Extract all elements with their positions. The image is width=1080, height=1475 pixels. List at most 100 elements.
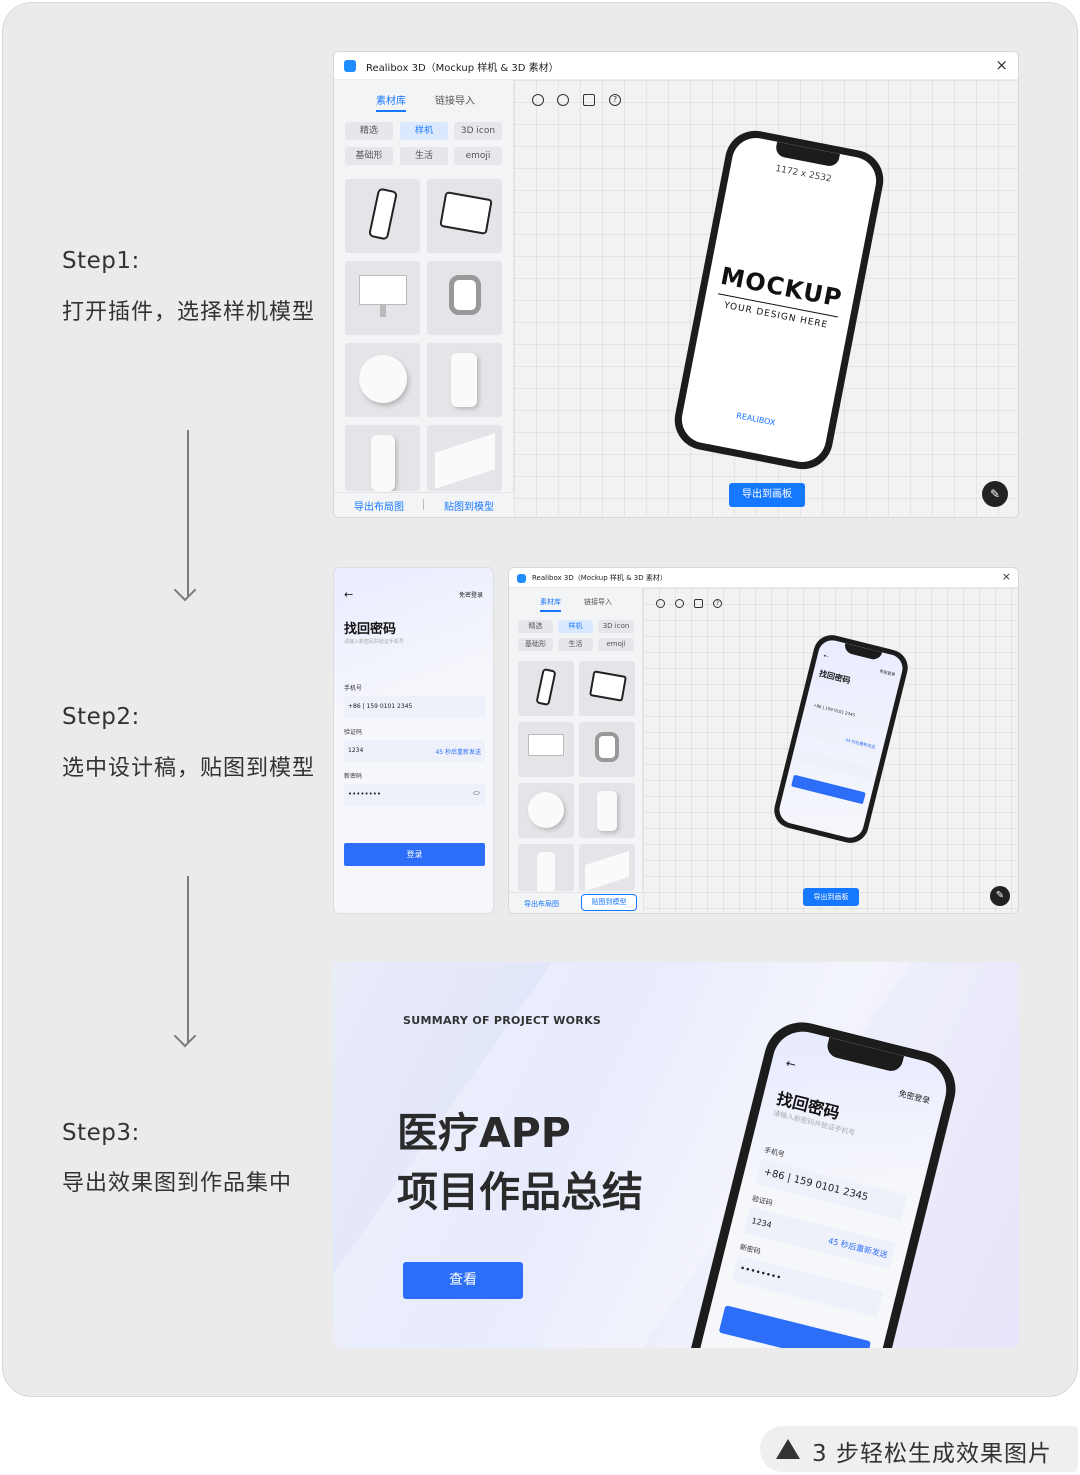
submit-button[interactable]: 登录 — [344, 843, 485, 866]
phone-label: 手机号 — [763, 1146, 786, 1159]
page-title: 找回密码 — [818, 668, 852, 686]
summary-kicker: SUMMARY OF PROJECT WORKS — [403, 1014, 602, 1027]
step2-title: Step2: — [62, 704, 140, 730]
tab-link-import[interactable]: 链接导入 — [584, 598, 612, 606]
mockup-thumb-monitor[interactable] — [345, 261, 420, 335]
apply-to-model-link[interactable]: 贴图到模型 — [444, 502, 494, 513]
phone-value: +86 | 159 0101 2345 — [348, 703, 413, 710]
back-arrow-icon[interactable]: ← — [344, 588, 354, 601]
mockup-thumb-bottle[interactable] — [518, 844, 574, 891]
chip-basic-shapes[interactable]: 基础形 — [345, 147, 393, 165]
export-to-board-button[interactable]: 导出到画板 — [803, 888, 859, 906]
mockup-thumb-disc[interactable] — [518, 783, 574, 838]
bulb-icon[interactable] — [532, 94, 544, 106]
password-label: 新密码 — [739, 1243, 762, 1256]
back-arrow-icon: ← — [822, 652, 830, 661]
phone-label: 手机号 — [344, 685, 363, 692]
resend-code-link: 45 秒后重新发送 — [845, 737, 876, 750]
mockup-thumb-can[interactable] — [579, 783, 635, 838]
eye-icon[interactable] — [473, 791, 480, 795]
mockup-thumb-watch[interactable] — [427, 261, 502, 335]
chip-mockup[interactable]: 样机 — [558, 620, 593, 633]
tab-asset-library[interactable]: 素材库 — [376, 92, 406, 112]
password-field[interactable]: •••••••• — [344, 784, 485, 806]
palette-icon[interactable] — [675, 599, 684, 608]
down-arrow-icon — [187, 876, 189, 1042]
chip-featured[interactable]: 精选 — [518, 620, 553, 633]
skip-login-link[interactable]: 免密登录 — [458, 592, 483, 599]
asset-sidebar: 素材库 链接导入 精选 样机 3D icon 基础形 生活 emoji — [509, 588, 643, 913]
tab-asset-library[interactable]: 素材库 — [540, 598, 561, 612]
chip-3d-icon[interactable]: 3D icon — [454, 122, 502, 140]
phone-mockup[interactable]: ← 免密登录 找回密码 +86 | 159 0101 2345 45 秒后重新发… — [770, 631, 912, 847]
bulb-icon[interactable] — [656, 599, 665, 608]
chip-basic-shapes[interactable]: 基础形 — [518, 638, 553, 651]
step1-title: Step1: — [62, 248, 140, 274]
mockup-thumb-watch[interactable] — [579, 722, 635, 777]
code-value: 1234 — [750, 1216, 773, 1230]
password-label: 新密码 — [344, 773, 363, 780]
mockup-thumb-book[interactable] — [427, 425, 502, 491]
mockup-thumb-disc[interactable] — [345, 343, 420, 417]
skip-login-link: 免密登录 — [879, 668, 896, 678]
chip-life[interactable]: 生活 — [400, 147, 448, 165]
close-icon[interactable]: × — [1001, 570, 1011, 583]
window-title: Realibox 3D（Mockup 样机 & 3D 素材） — [532, 574, 667, 582]
mockup-thumb-tablet[interactable] — [427, 179, 502, 253]
chip-emoji[interactable]: emoji — [454, 147, 502, 165]
export-to-board-button[interactable]: 导出到画板 — [729, 483, 805, 507]
cover-title-line2: 项目作品总结 — [397, 1168, 643, 1216]
resend-code-link: 45 秒后重新发送 — [827, 1236, 889, 1260]
mockup-thumb-phone[interactable] — [345, 179, 420, 253]
window-title-bar: Realibox 3D（Mockup 样机 & 3D 素材） × — [334, 52, 1018, 80]
mockup-thumb-tablet[interactable] — [579, 661, 635, 716]
step3-description: 导出效果图到作品集中 — [62, 1171, 293, 1196]
window-title: Realibox 3D（Mockup 样机 & 3D 素材） — [366, 63, 559, 74]
chip-life[interactable]: 生活 — [558, 638, 593, 651]
asset-sidebar: 素材库 链接导入 精选 样机 3D icon 基础形 生活 emoji — [334, 80, 514, 517]
step2-description: 选中设计稿，贴图到模型 — [62, 756, 316, 781]
chip-featured[interactable]: 精选 — [345, 122, 393, 140]
password-value: •••••••• — [348, 790, 382, 798]
tab-link-import[interactable]: 链接导入 — [435, 96, 475, 107]
result-cover: SUMMARY OF PROJECT WORKS 医疗APP 项目作品总结 查看… — [333, 962, 1019, 1348]
mockup-thumb-bottle[interactable] — [345, 425, 420, 491]
edit-pen-icon[interactable]: ✎ — [990, 886, 1010, 906]
resend-code-link[interactable]: 45 秒后重新发送 — [435, 749, 481, 756]
phone-field[interactable]: +86 | 159 0101 2345 — [344, 696, 485, 718]
crop-icon[interactable] — [583, 94, 595, 106]
3d-canvas[interactable]: ? 1172 x 2532 MOCKUP YOUR DESIGN HERE RE… — [514, 80, 1018, 517]
mockup-thumb-can[interactable] — [427, 343, 502, 417]
page-subtitle: 请输入新密码并验证手机号 — [344, 639, 405, 645]
mockup-thumb-monitor[interactable] — [518, 722, 574, 777]
mockup-thumb-phone[interactable] — [518, 661, 574, 716]
export-layout-link[interactable]: 导出布局图 — [354, 502, 404, 513]
chip-mockup[interactable]: 样机 — [400, 122, 448, 140]
down-arrow-icon — [187, 430, 189, 596]
help-icon[interactable]: ? — [609, 94, 621, 106]
triangle-icon — [776, 1439, 800, 1459]
login-design-frame[interactable]: ← 免密登录 找回密码 请输入新密码并验证手机号 手机号 +86 | 159 0… — [333, 567, 494, 914]
close-icon[interactable]: × — [995, 56, 1008, 74]
chip-3d-icon[interactable]: 3D icon — [598, 620, 634, 633]
phone-mockup[interactable]: 1172 x 2532 MOCKUP YOUR DESIGN HERE REAL… — [669, 125, 889, 475]
step1-description: 打开插件，选择样机模型 — [62, 300, 316, 325]
password-value: •••••••• — [738, 1263, 783, 1284]
help-icon[interactable]: ? — [713, 599, 722, 608]
palette-icon[interactable] — [557, 94, 569, 106]
realibox-logo-icon — [344, 60, 356, 72]
export-layout-link[interactable]: 导出布局图 — [524, 900, 559, 908]
step3-title: Step3: — [62, 1120, 140, 1146]
mockup-brand: REALIBOX — [735, 411, 777, 428]
apply-to-model-button[interactable]: 贴图到模型 — [581, 894, 637, 911]
edit-pen-icon[interactable]: ✎ — [982, 481, 1008, 507]
crop-icon[interactable] — [694, 599, 703, 608]
view-button[interactable]: 查看 — [403, 1262, 523, 1299]
page-title: 找回密码 — [344, 622, 397, 637]
3d-canvas[interactable]: ? ← 免密登录 找回密码 +86 | 159 0101 2345 45 秒后重… — [643, 588, 1018, 913]
mockup-thumb-book[interactable] — [579, 844, 635, 891]
code-field[interactable]: 1234 45 秒后重新发送 — [344, 740, 485, 762]
cover-title-line1: 医疗APP — [397, 1109, 571, 1157]
chip-emoji[interactable]: emoji — [598, 638, 634, 651]
caption-text: 3 步轻松生成效果图片 — [812, 1441, 1052, 1467]
